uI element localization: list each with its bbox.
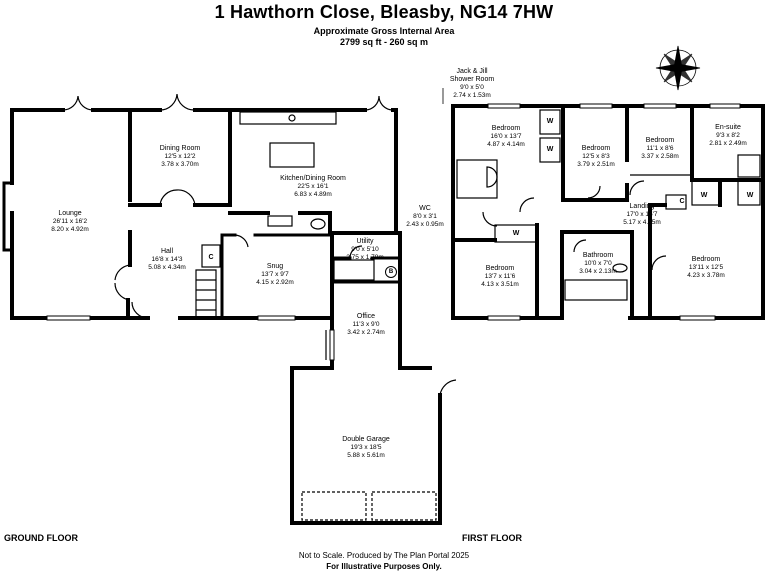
- room-office: Office 11'3 x 9'0 3.42 x 2.74m: [336, 313, 396, 337]
- room-size-imperial: 11'3 x 9'0: [352, 321, 380, 328]
- room-kitchen: Kitchen/Dining Room 22'5 x 16'1 6.83 x 4…: [268, 175, 358, 199]
- room-name-line2: Shower Room: [449, 76, 495, 83]
- footer-disclaimer: For Illustrative Purposes Only.: [326, 562, 442, 571]
- area-value: 2799 sq ft - 260 sq m: [339, 37, 429, 47]
- room-name: Kitchen/Dining Room: [280, 175, 346, 182]
- room-landing: Landing 17'0 x 15'7 5.17 x 4.75m: [612, 203, 672, 227]
- first-floor-walls: [451, 104, 765, 320]
- footer-note: Not to Scale. Produced by The Plan Porta…: [298, 551, 470, 560]
- room-name: Bedroom: [485, 265, 515, 272]
- first-floor-windows: [487, 103, 741, 321]
- first-floor-label: FIRST FLOOR: [462, 533, 522, 543]
- compass-rose-icon: [655, 45, 701, 91]
- room-dining: Dining Room 12'5 x 12'2 3.78 x 3.70m: [145, 145, 215, 169]
- room-jack-jill: Jack & Jill Shower Room 9'0 x 5'0 2.74 x…: [440, 68, 504, 100]
- room-size-imperial: 16'8 x 14'3: [151, 256, 183, 263]
- room-garage: Double Garage 19'3 x 18'5 5.88 x 5.61m: [326, 436, 406, 460]
- room-en-suite: En-suite 9'3 x 8'2 2.81 x 2.49m: [700, 124, 756, 148]
- room-size-metric: 5.88 x 5.61m: [347, 452, 385, 459]
- room-size-imperial: 11'1 x 8'6: [646, 145, 674, 152]
- cupboard-tag: C: [679, 198, 685, 205]
- room-size-imperial: 26'11 x 16'2: [52, 218, 88, 225]
- room-bedroom-1: Bedroom 16'0 x 13'7 4.87 x 4.14m: [476, 125, 536, 149]
- room-size-imperial: 16'0 x 13'7: [490, 133, 522, 140]
- room-size-imperial: 8'0 x 3'1: [413, 213, 437, 220]
- room-size-metric: 3.79 x 2.51m: [577, 161, 615, 168]
- cupboard-tag: C: [208, 254, 214, 261]
- ground-floor-walls: [2, 108, 442, 525]
- room-size-imperial: 9'0 x 5'10: [351, 246, 379, 253]
- room-size-imperial: 12'5 x 12'2: [164, 153, 196, 160]
- boiler-tag: B: [385, 266, 397, 278]
- room-name: Utility: [356, 238, 374, 245]
- room-name: Bedroom: [581, 145, 611, 152]
- room-bedroom-5: Bedroom 13'11 x 12'5 4.23 x 3.78m: [676, 256, 736, 280]
- room-size-metric: 5.08 x 4.34m: [148, 264, 186, 271]
- room-wc: WC 8'0 x 3'1 2.43 x 0.95m: [400, 205, 450, 229]
- room-bedroom-2: Bedroom 12'5 x 8'3 3.79 x 2.51m: [566, 145, 626, 169]
- room-name: Snug: [266, 263, 284, 270]
- room-size-imperial: 17'0 x 15'7: [626, 211, 658, 218]
- room-size-metric: 3.78 x 3.70m: [161, 161, 199, 168]
- room-name: Bedroom: [645, 137, 675, 144]
- room-name: Jack & Jill: [456, 68, 488, 75]
- ground-floor-label: GROUND FLOOR: [4, 533, 78, 543]
- room-size-imperial: 22'5 x 16'1: [297, 183, 329, 190]
- ground-floor-windows: [46, 315, 335, 361]
- room-name: Bedroom: [691, 256, 721, 263]
- room-size-imperial: 13'7 x 11'6: [484, 273, 516, 280]
- room-size-metric: 2.81 x 2.49m: [709, 140, 747, 147]
- room-size-metric: 4.15 x 2.92m: [256, 279, 294, 286]
- wardrobe-tag: W: [546, 118, 554, 125]
- room-name: Hall: [160, 248, 174, 255]
- room-name: Bedroom: [491, 125, 521, 132]
- room-name: WC: [419, 205, 431, 212]
- room-size-metric: 8.20 x 4.92m: [51, 226, 89, 233]
- room-size-metric: 4.13 x 3.51m: [481, 281, 519, 288]
- wardrobe-tag: W: [746, 192, 754, 199]
- room-name: Dining Room: [159, 145, 201, 152]
- room-size-metric: 6.83 x 4.89m: [294, 191, 332, 198]
- room-size-metric: 2.74 x 1.53m: [453, 92, 491, 99]
- wardrobe-tag: W: [512, 230, 520, 237]
- room-size-metric: 3.37 x 2.58m: [641, 153, 679, 160]
- room-name: Bathroom: [582, 252, 614, 259]
- room-name: En-suite: [715, 124, 741, 131]
- room-size-metric: 3.04 x 2.13m: [579, 268, 617, 275]
- room-size-imperial: 19'3 x 18'5: [350, 444, 382, 451]
- room-size-imperial: 12'5 x 8'3: [582, 153, 610, 160]
- ground-floor-inner: [62, 93, 457, 521]
- wardrobe-tag: W: [546, 146, 554, 153]
- room-size-imperial: 9'0 x 5'0: [460, 84, 484, 91]
- room-snug: Snug 13'7 x 9'7 4.15 x 2.92m: [245, 263, 305, 287]
- room-lounge: Lounge 26'11 x 16'2 8.20 x 4.92m: [40, 210, 100, 234]
- room-name: Office: [356, 313, 376, 320]
- room-size-metric: 4.87 x 4.14m: [487, 141, 525, 148]
- room-size-imperial: 13'7 x 9'7: [261, 271, 289, 278]
- room-hall: Hall 16'8 x 14'3 5.08 x 4.34m: [142, 248, 192, 272]
- room-size-metric: 5.17 x 4.75m: [623, 219, 661, 226]
- room-bedroom-4: Bedroom 13'7 x 11'6 4.13 x 3.51m: [470, 265, 530, 289]
- room-size-metric: 4.23 x 3.78m: [687, 272, 725, 279]
- room-size-metric: 2.75 x 1.78m: [346, 254, 384, 261]
- room-size-metric: 3.42 x 2.74m: [347, 329, 385, 336]
- room-utility: Utility 9'0 x 5'10 2.75 x 1.78m: [334, 238, 396, 262]
- area-label: Approximate Gross Internal Area: [313, 26, 455, 36]
- room-size-imperial: 9'3 x 8'2: [716, 132, 740, 139]
- room-bathroom: Bathroom 10'0 x 7'0 3.04 x 2.13m: [568, 252, 628, 276]
- room-size-imperial: 13'11 x 12'5: [688, 264, 724, 271]
- first-floor-inner: [456, 109, 761, 301]
- room-bedroom-3: Bedroom 11'1 x 8'6 3.37 x 2.58m: [630, 137, 690, 161]
- plan-title: 1 Hawthorn Close, Bleasby, NG14 7HW: [214, 2, 554, 22]
- room-name: Landing: [629, 203, 655, 210]
- room-size-imperial: 10'0 x 7'0: [584, 260, 612, 267]
- room-size-metric: 2.43 x 0.95m: [406, 221, 444, 228]
- wardrobe-tag: W: [700, 192, 708, 199]
- room-name: Lounge: [58, 210, 82, 217]
- room-name: Double Garage: [342, 436, 390, 443]
